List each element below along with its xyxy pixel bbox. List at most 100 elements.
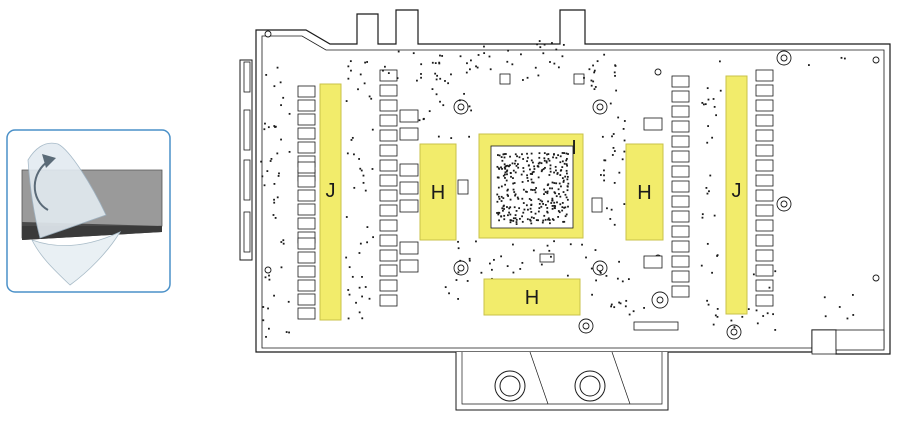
die-dot — [557, 210, 560, 212]
smd-dot — [613, 71, 616, 74]
die-dot — [562, 179, 565, 182]
die-dot — [559, 174, 562, 176]
smd-dot — [606, 207, 608, 210]
die-dot — [538, 156, 541, 159]
smd-dot — [622, 128, 625, 130]
die-dot — [504, 165, 507, 168]
die-dot — [549, 167, 552, 170]
smd-dot — [621, 158, 624, 161]
die-dot — [509, 164, 511, 167]
vrm-component — [379, 219, 398, 232]
smd-dot — [612, 133, 615, 135]
smd-dot — [611, 154, 614, 156]
vrm-inductor — [755, 144, 774, 157]
vrm-component — [379, 144, 398, 157]
smd-dot — [268, 274, 270, 277]
die-dot — [554, 165, 557, 168]
smd-dot — [359, 242, 362, 245]
die-dot — [559, 161, 562, 164]
die-dot — [559, 203, 562, 206]
die-dot — [552, 156, 554, 159]
die-dot — [530, 211, 533, 213]
die-dot — [514, 153, 517, 156]
die-dot — [544, 204, 547, 206]
smd-dot — [605, 274, 608, 277]
smd-dot — [276, 152, 279, 155]
smd-dot — [357, 88, 359, 91]
die-dot — [547, 218, 549, 221]
die-dot — [538, 161, 541, 164]
die-dot — [538, 202, 541, 205]
smd-dot — [455, 279, 458, 281]
die-dot — [530, 199, 533, 202]
vrm-component — [379, 99, 398, 112]
smd-dot — [713, 214, 716, 217]
die-dot — [551, 197, 554, 200]
smd-dot — [264, 122, 266, 125]
vrm-inductor — [755, 294, 774, 307]
smd-dot — [347, 317, 350, 320]
smd-dot — [702, 103, 705, 106]
die-dot — [530, 203, 533, 206]
die-dot — [522, 211, 525, 214]
vrm-component — [379, 204, 398, 217]
smd-dot — [457, 240, 459, 243]
smd-dot — [522, 79, 524, 81]
smd-dot — [263, 128, 266, 131]
die-dot — [527, 164, 530, 167]
smd-dot — [562, 43, 565, 46]
vrm-component — [671, 195, 690, 208]
smd-dot — [628, 313, 631, 316]
vrm-component — [671, 255, 690, 268]
smd-dot — [282, 96, 285, 99]
smd-dot — [436, 74, 439, 77]
vrm-inductor — [755, 249, 774, 262]
smd-dot — [623, 150, 626, 153]
smd-dot — [279, 81, 282, 84]
smd-dot — [363, 82, 366, 85]
smd-dot — [450, 73, 452, 76]
thermal-pad-h-right — [625, 143, 664, 241]
die-dot — [530, 216, 533, 219]
die-dot — [521, 197, 524, 200]
die-dot — [532, 161, 534, 164]
smd-dot — [277, 175, 280, 177]
smd-dot — [345, 256, 348, 259]
smd-dot — [624, 305, 627, 308]
vrm-component — [379, 159, 398, 172]
die-dot — [527, 179, 529, 182]
smd-dot — [627, 278, 630, 281]
smd-dot — [351, 136, 354, 139]
smd-dot — [347, 289, 350, 291]
smd-dot — [441, 55, 444, 57]
die-dot — [528, 198, 531, 200]
die-dot — [567, 182, 570, 185]
die-dot — [530, 188, 532, 191]
vrm-inductor — [755, 204, 774, 217]
smd-dot — [280, 104, 282, 107]
smd-dot — [707, 98, 710, 101]
die-dot — [553, 153, 555, 155]
smd-dot — [457, 247, 460, 250]
smd-dot — [366, 226, 369, 228]
smd-dot — [610, 303, 613, 306]
smd-dot — [489, 262, 491, 265]
smd-dot — [715, 114, 718, 117]
vrm-inductor — [297, 265, 316, 278]
smd-dot — [353, 186, 356, 189]
smd-dot — [623, 139, 626, 142]
die-dot — [501, 167, 503, 170]
smd-dot — [489, 68, 492, 71]
smd-dot — [756, 322, 759, 325]
die-dot — [546, 207, 549, 209]
smd-dot — [609, 102, 612, 105]
die-dot — [505, 165, 508, 167]
smd-dot — [730, 319, 733, 322]
smd-dot — [412, 52, 415, 55]
smd-dot — [610, 208, 613, 211]
die-dot — [509, 206, 512, 209]
smd-dot — [613, 181, 616, 184]
die-dot — [566, 198, 569, 201]
die-dot — [544, 166, 546, 169]
die-dot — [513, 162, 516, 165]
